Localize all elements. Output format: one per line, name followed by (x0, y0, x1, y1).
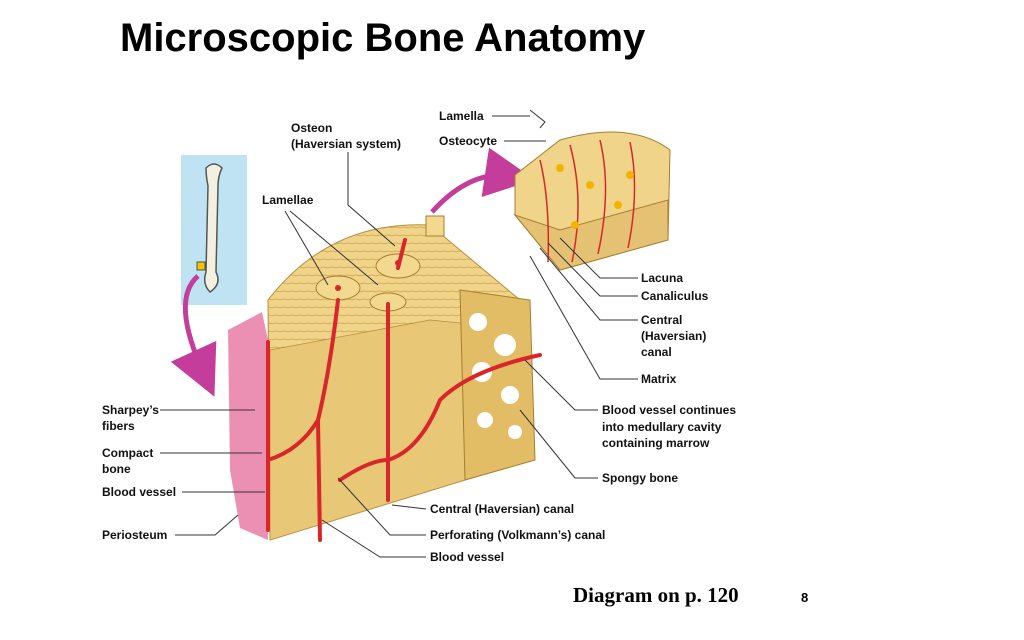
leader-lines (160, 109, 638, 558)
zoom-arrow-left (170, 274, 217, 397)
label-spongy-bone: Spongy bone (602, 471, 678, 485)
label-blood-vessel-bottom: Blood vessel (430, 550, 504, 564)
osteon-detail-wedge (513, 131, 671, 271)
label-lamellae: Lamellae (262, 193, 314, 207)
label-central-haversian-canal: Central (Haversian) canal (430, 502, 574, 516)
label-lamella: Lamella (439, 109, 484, 123)
label-lacuna: Lacuna (641, 271, 683, 285)
label-sharpeys-2: fibers (102, 419, 135, 433)
label-periosteum: Periosteum (102, 528, 167, 542)
label-blood-vessel-continues-3: containing marrow (602, 436, 710, 450)
label-canaliculus: Canaliculus (641, 289, 709, 303)
label-osteon: Osteon (291, 121, 332, 135)
label-central-canal-3: canal (641, 345, 672, 359)
blood-vessels (266, 238, 542, 542)
label-central-canal-1: Central (641, 313, 682, 327)
label-matrix: Matrix (641, 372, 677, 386)
label-osteocyte: Osteocyte (439, 134, 497, 148)
label-sharpeys-1: Sharpey’s (102, 403, 159, 417)
label-compact-1: Compact (102, 446, 153, 460)
label-osteon-sub: (Haversian system) (291, 137, 401, 151)
label-blood-vessel-left: Blood vessel (102, 485, 176, 499)
label-perforating-canal: Perforating (Volkmann’s) canal (430, 528, 605, 542)
label-compact-2: bone (102, 462, 131, 476)
zoom-arrow-right (430, 147, 535, 214)
slide-title: Microscopic Bone Anatomy (120, 16, 646, 60)
inset-highlight-marker (196, 261, 206, 271)
label-blood-vessel-continues-2: into medullary cavity (602, 420, 722, 434)
periosteum-layer (228, 312, 268, 540)
label-central-canal-2: (Haversian) (641, 329, 706, 343)
label-blood-vessel-continues-1: Blood vessel continues (602, 403, 736, 417)
diagram-caption: Diagram on p. 120 (573, 583, 739, 607)
spongy-bone-region (459, 289, 536, 481)
page-number: 8 (801, 590, 809, 605)
